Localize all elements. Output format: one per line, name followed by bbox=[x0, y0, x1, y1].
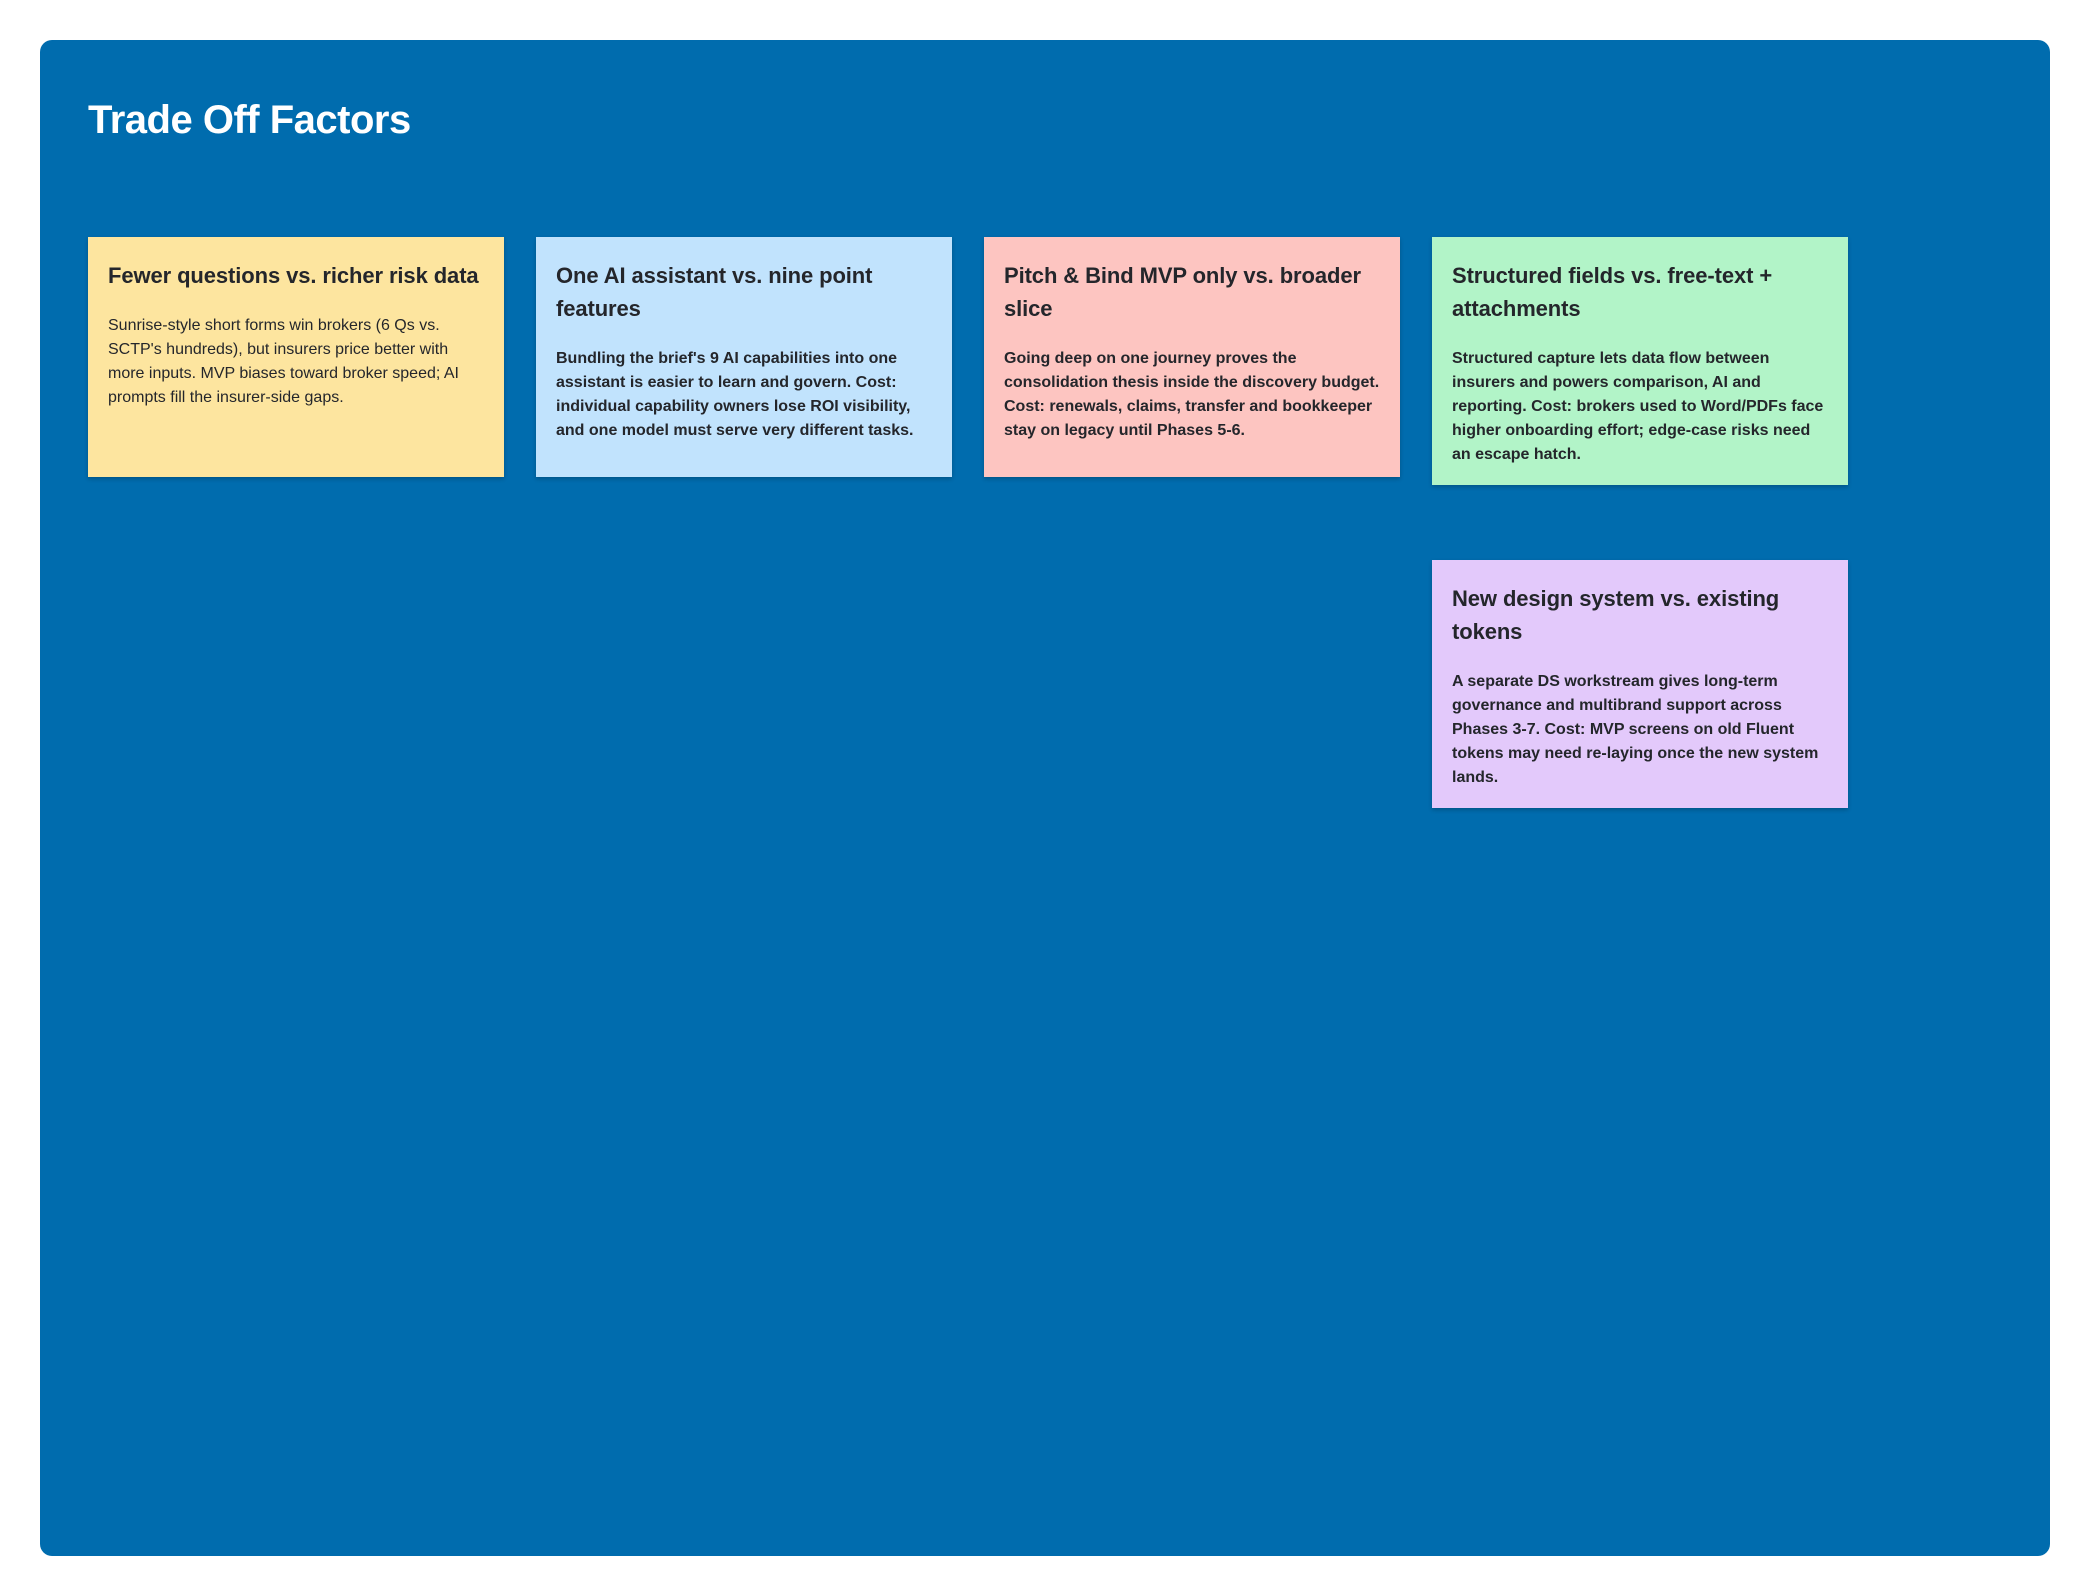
board-frame: Trade Off Factors Fewer questions vs. ri… bbox=[40, 40, 2050, 1556]
note-title: One AI assistant vs. nine point features bbox=[556, 263, 873, 321]
board-title: Trade Off Factors bbox=[88, 98, 411, 142]
sticky-note-structured-fields[interactable]: Structured fields vs. free-text + attach… bbox=[1432, 237, 1848, 485]
sticky-note-one-ai-assistant[interactable]: One AI assistant vs. nine point features… bbox=[536, 237, 952, 477]
note-title: New design system vs. existing tokens bbox=[1452, 586, 1780, 644]
sticky-note-fewer-questions[interactable]: Fewer questions vs. richer risk data Sun… bbox=[88, 237, 504, 477]
note-body: Sunrise-style short forms win brokers (6… bbox=[108, 317, 459, 406]
sticky-note-new-design-system[interactable]: New design system vs. existing tokens A … bbox=[1432, 560, 1848, 808]
note-body: Bundling the brief's 9 AI capabilities i… bbox=[556, 350, 914, 439]
note-title: Pitch & Bind MVP only vs. broader slice bbox=[1004, 263, 1361, 321]
note-body: Structured capture lets data flow betwee… bbox=[1452, 350, 1824, 463]
note-title: Structured fields vs. free-text + attach… bbox=[1452, 263, 1773, 321]
note-body: A separate DS workstream gives long-term… bbox=[1452, 673, 1819, 786]
note-body: Going deep on one journey proves the con… bbox=[1004, 350, 1380, 439]
note-title: Fewer questions vs. richer risk data bbox=[108, 263, 479, 288]
sticky-note-pitch-bind-mvp[interactable]: Pitch & Bind MVP only vs. broader slice … bbox=[984, 237, 1400, 477]
